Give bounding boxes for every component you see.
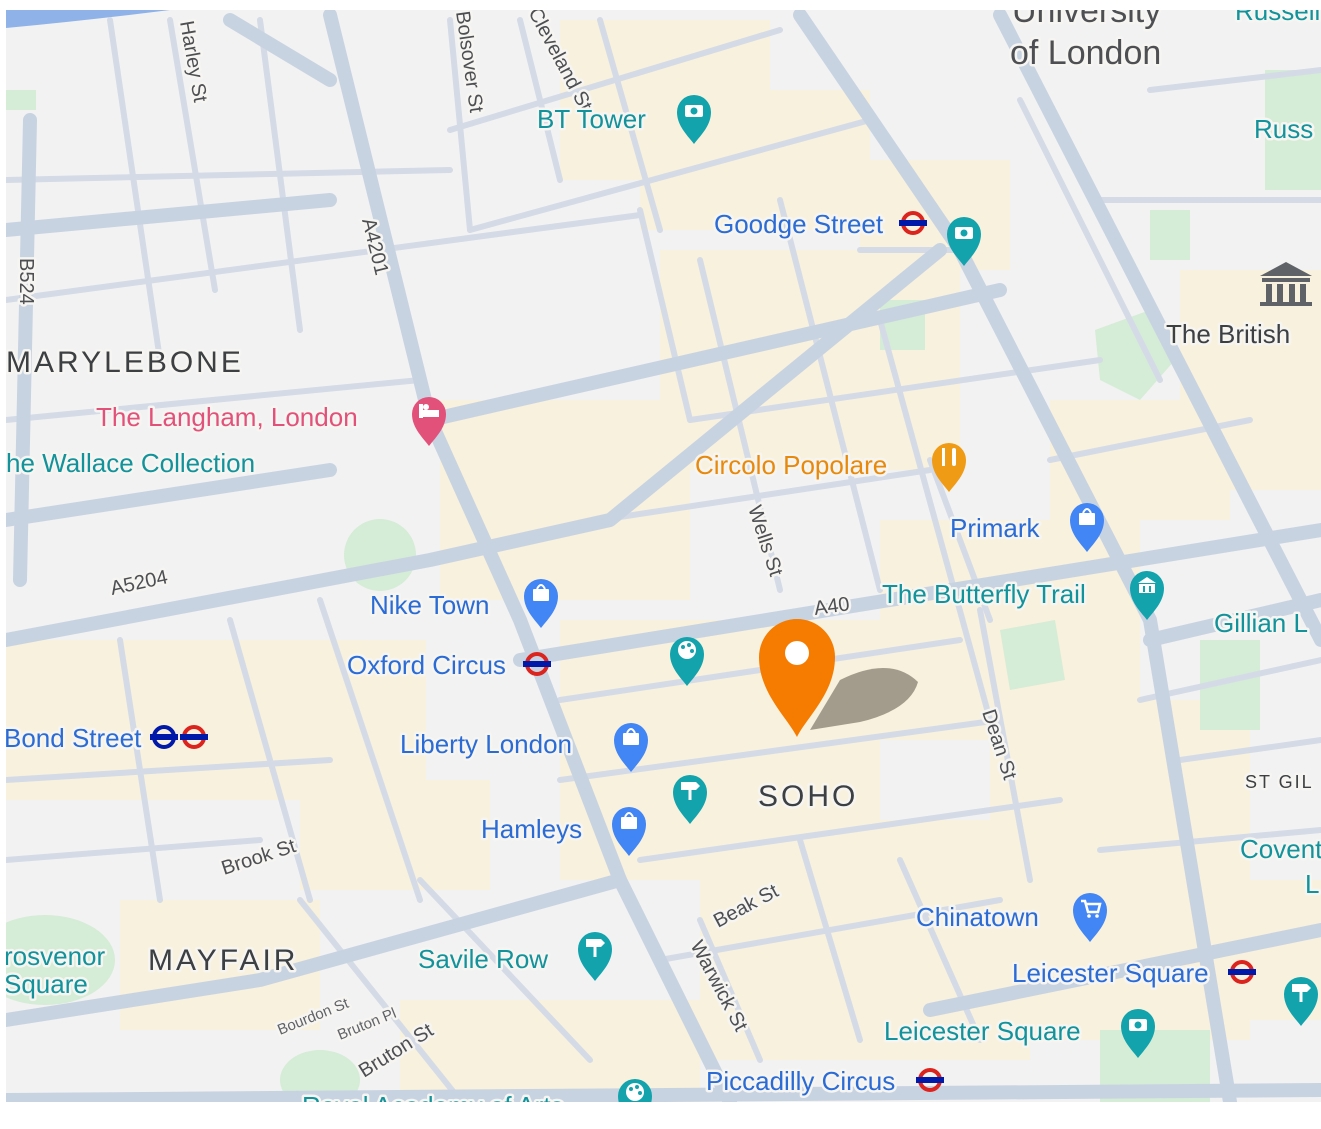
major-roads xyxy=(0,8,1321,1109)
minor-roads xyxy=(3,17,1321,1103)
poi-grosvenor-line2[interactable]: Square xyxy=(2,967,91,1002)
poi-piccadilly-circus-label: Piccadilly Circus xyxy=(706,1066,895,1096)
poi-goodge-street[interactable]: Goodge Street xyxy=(712,207,981,266)
poi-circolo-popolare[interactable]: Circolo Popolare xyxy=(693,443,966,492)
underground-icon xyxy=(916,1068,944,1092)
shopping-bag-icon xyxy=(1070,503,1104,552)
poi-british-museum[interactable]: The British xyxy=(1164,262,1312,352)
poi-gillian[interactable]: Gillian L xyxy=(1212,606,1311,641)
poi-hamleys[interactable]: Hamleys xyxy=(479,807,646,856)
poi-covent[interactable]: Covent xyxy=(1238,832,1321,867)
frame-top xyxy=(0,0,1321,10)
frame-bottom xyxy=(0,1102,1321,1129)
poi-chinatown[interactable]: Chinatown xyxy=(914,893,1107,942)
underground-icon xyxy=(1228,960,1256,984)
area-soho: SOHO xyxy=(758,780,858,813)
hotel-icon xyxy=(412,397,446,446)
poi-nike-town-label: Nike Town xyxy=(370,590,489,620)
location-marker-icon[interactable] xyxy=(759,619,835,737)
poi-savile-row[interactable]: Savile Row xyxy=(416,932,612,981)
poi-oxford-circus[interactable]: Oxford Circus xyxy=(345,648,551,683)
poi-liberty-london-label: Liberty London xyxy=(400,729,572,759)
area-marylebone: MARYLEBONE xyxy=(6,346,244,379)
poi-savile-row-label: Savile Row xyxy=(418,944,548,974)
poi-wallace-collection[interactable]: he Wallace Collection xyxy=(4,446,258,481)
poi-leicester-square-station-label: Leicester Square xyxy=(1012,958,1209,988)
poi-primark-label: Primark xyxy=(950,513,1041,543)
palette-icon xyxy=(670,637,704,686)
area-st-giles: ST GIL xyxy=(1245,772,1314,792)
poi-nike-town[interactable]: Nike Town xyxy=(368,579,558,628)
poi-leicester-square-station[interactable]: Leicester Square xyxy=(1010,956,1256,991)
poi-attraction-soho[interactable] xyxy=(673,775,707,824)
poi-bt-tower[interactable]: BT Tower xyxy=(535,95,711,144)
camera-icon xyxy=(947,217,981,266)
shopping-bag-icon xyxy=(524,579,558,628)
poi-liberty-london[interactable]: Liberty London xyxy=(398,723,648,772)
museum-icon xyxy=(1130,571,1164,620)
shopping-cart-icon xyxy=(1073,893,1107,942)
area-highlight xyxy=(810,667,918,730)
poi-oxford-circus-label: Oxford Circus xyxy=(347,650,506,680)
frame-left xyxy=(0,0,6,1129)
poi-chinatown-label: Chinatown xyxy=(916,902,1039,932)
shopping-bag-icon xyxy=(612,807,646,856)
area-of-london: of London xyxy=(1010,34,1161,72)
poi-covent-l[interactable]: L xyxy=(1303,867,1321,902)
poi-goodge-street-label: Goodge Street xyxy=(714,209,884,239)
road-b524: B524 xyxy=(15,258,37,305)
parks xyxy=(0,70,1321,1110)
underground-icon xyxy=(180,725,208,749)
poi-art-gallery[interactable] xyxy=(670,637,704,686)
poi-langham-label: The Langham, London xyxy=(96,402,358,432)
shopping-bag-icon xyxy=(614,723,648,772)
camera-icon xyxy=(1121,1009,1155,1058)
poi-leicester-square-label: Leicester Square xyxy=(884,1016,1081,1046)
poi-langham[interactable]: The Langham, London xyxy=(94,397,446,446)
underground-icon xyxy=(523,652,551,676)
poi-bond-street[interactable]: Bond Street xyxy=(2,721,208,756)
poi-leicester-square[interactable]: Leicester Square xyxy=(882,1009,1155,1058)
poi-primark[interactable]: Primark xyxy=(948,503,1104,552)
poi-grosvenor-line1[interactable]: rosvenor xyxy=(2,939,108,974)
signpost-icon xyxy=(1284,977,1318,1026)
signpost-icon xyxy=(578,932,612,981)
poi-butterfly-trail[interactable]: The Butterfly Trail xyxy=(880,571,1164,620)
signpost-icon xyxy=(673,775,707,824)
underground-icon xyxy=(150,725,178,749)
poi-british-museum-label: The British xyxy=(1166,319,1290,349)
poi-attraction-east[interactable] xyxy=(1284,977,1318,1026)
poi-hamleys-label: Hamleys xyxy=(481,814,582,844)
area-mayfair: MAYFAIR xyxy=(148,944,298,977)
poi-circolo-popolare-label: Circolo Popolare xyxy=(695,450,887,480)
landmark-icon xyxy=(1260,262,1312,306)
poi-bt-tower-label: BT Tower xyxy=(537,104,646,134)
underground-icon xyxy=(899,211,927,235)
poi-bond-street-label: Bond Street xyxy=(4,723,142,753)
poi-butterfly-trail-label: The Butterfly Trail xyxy=(882,579,1086,609)
water xyxy=(6,10,170,28)
poi-russell-right[interactable]: Russ xyxy=(1252,112,1316,147)
camera-icon xyxy=(677,95,711,144)
restaurant-icon xyxy=(932,443,966,492)
poi-piccadilly-circus[interactable]: Piccadilly Circus xyxy=(704,1064,944,1099)
